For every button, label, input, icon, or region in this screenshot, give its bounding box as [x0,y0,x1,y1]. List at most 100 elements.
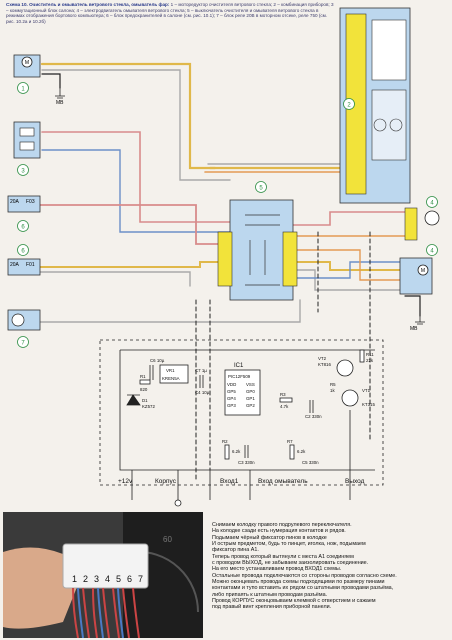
component-label-6b: 6 [21,249,25,255]
instructions-text: Снимаем колодку правого подрулевого пере… [212,522,448,611]
fuse-rating-2: 20A [10,262,20,268]
component-3-comm-block: 3 [13,121,41,176]
wire-right-yellow [292,261,401,271]
connector-pin-4: 4 [105,574,110,584]
wire-c1-yellow [40,62,217,170]
terminal-input-washer: Вход омыватель [258,478,308,485]
resistor-r1 [139,379,151,385]
capacitor-label-3: C4 10µ [195,390,210,395]
caption-heading: Схема 10. Очиститель и омыватель ветрово… [6,2,170,7]
resistor-r11-value: 22k [366,358,374,363]
resistor-r5-label: R5 [330,382,336,387]
terminal-output: Выход [345,478,365,485]
diode-part: KZ572 [142,404,155,409]
ground-label-1: MB [56,100,64,106]
wire-right-black [404,295,421,317]
transistor-vt1-part: KT315 [362,402,375,407]
component-label-7: 7 [21,341,25,347]
resistor-r5-value: 1k [330,388,335,393]
ic-pin-6: GP0 [246,389,255,394]
wire-c1-gray [41,69,231,181]
instruction-line: Теперь провод который вытянули с места А… [212,553,354,560]
component-5-switch: 5 [217,181,298,301]
motor-symbol-2: M [421,268,425,274]
instruction-line: под правый винт крепления приборной пане… [212,604,332,611]
transistor-vt2 [336,359,354,377]
instruction-line: контактами и тупо вставить их рядом со ш… [212,585,394,592]
connector-pin-7: 7 [138,574,143,584]
fuse-f03-label: F03 [26,199,35,205]
ground-label-2: MB [410,326,418,332]
transistor-vt1 [341,389,359,407]
caption-line-2: режимах отображения бортового компьютера… [6,13,216,19]
component-4-washer-motor: 4 M 4 MB [399,196,440,332]
connector-pin-6: 6 [127,574,132,584]
wire-c7-gray [39,299,301,323]
caption-line-1: 1 – моторедуктор очистителя ветрового ст… [6,2,334,13]
capacitor-label-2: C7 1µ [195,368,207,373]
capacitor-label-4: C3 330n [238,460,255,465]
resistor-r7-value: 6.2k [297,449,306,454]
connector-photo: 60 1 2 3 4 5 6 7 [3,512,203,638]
resistor-r1-value: 820 [140,387,148,392]
wire-f03-pink [39,204,231,245]
connector-pin-3: 3 [94,574,99,584]
ic-pin-8: GP2 [246,403,255,408]
instruction-line: фиксатор пина А1. [212,547,259,554]
wire-c3-blue [41,149,231,233]
instruction-line: Подымаем чёрный фиксатор пинов в колодке [212,534,327,541]
component-label-4b: 4 [430,249,434,255]
component-label-6a: 6 [21,225,25,231]
ic-label: IC1 [234,363,244,369]
voltage-regulator [159,364,189,384]
instruction-line: Можно оконцевать провода схемы подходящи… [212,579,385,586]
wire-c1-black [41,73,61,89]
resistor-r3-label: R3 [280,392,286,397]
fuse-f01-label: F01 [26,262,35,268]
schematic-labels: IC1 PIC12F509 VR1 KREN5A D1 KZ572 VT2 KT… [140,352,375,465]
diode-label: D1 [142,398,148,403]
capacitor-label-1: C6 10µ [150,358,165,363]
resistor-r2-label: R2 [222,439,228,444]
ic-pin-1: VDD [227,382,236,387]
wire-right-orange2 [292,249,401,281]
vr-part: KREN5A [162,376,180,381]
component-label-1: 1 [21,87,25,93]
transistor-vt2-label: VT2 [318,356,327,361]
resistor-r2 [224,444,230,460]
caption-line-3: 7 – блок реле 20В в моторном отсеке, рел… [6,13,328,24]
instruction-line: На колодке сзади есть нумерация контакто… [212,528,346,535]
resistor-r11-label: R11 [366,352,374,357]
terminal-ground: Корпус [155,478,177,485]
resistor-r1-label: R1 [140,374,146,379]
ic-pin-2: GP5 [227,389,236,394]
controller-schematic [99,339,384,507]
microcontroller-ic [224,369,261,416]
wire-right-blue [292,261,401,279]
terminal-plus12v: +12v [118,478,133,485]
terminal-input1: Вход1 [220,478,239,485]
instruction-line: Остальные провода подключаются со сторон… [212,572,397,579]
zener-diode [126,394,141,406]
component-label-3: 3 [21,169,25,175]
terminal-labels: +12v Корпус Вход1 Вход омыватель Выход [118,478,365,485]
motor-symbol-1: M [25,60,29,66]
instruction-line: И острым предметом, будь то пинцет, игол… [212,541,366,548]
component-label-5: 5 [259,186,263,192]
ic-pin-7: GP1 [246,396,255,401]
wire-c3-pink [41,131,231,223]
ic-part: PIC12F509 [228,374,251,379]
ic-pin-3: GP4 [227,396,236,401]
resistor-r7 [289,444,295,460]
transistor-vt2-part: KT816 [318,362,331,367]
component-6-fuse-block: 20A F03 6 20A F01 6 [7,195,41,276]
ic-pin-5: VSS [246,382,255,387]
instruction-line: с проводом ВЫХОД, не забываем заизолиров… [212,560,369,567]
component-2-instrument-cluster: 2 [339,7,411,204]
wire-f01-yellow [39,261,231,268]
vr-label: VR1 [166,368,175,373]
figure-caption: Схема 10. Очиститель и омыватель ветрово… [6,2,336,24]
svg-text:60: 60 [163,535,172,544]
resistor-r3 [279,397,293,403]
